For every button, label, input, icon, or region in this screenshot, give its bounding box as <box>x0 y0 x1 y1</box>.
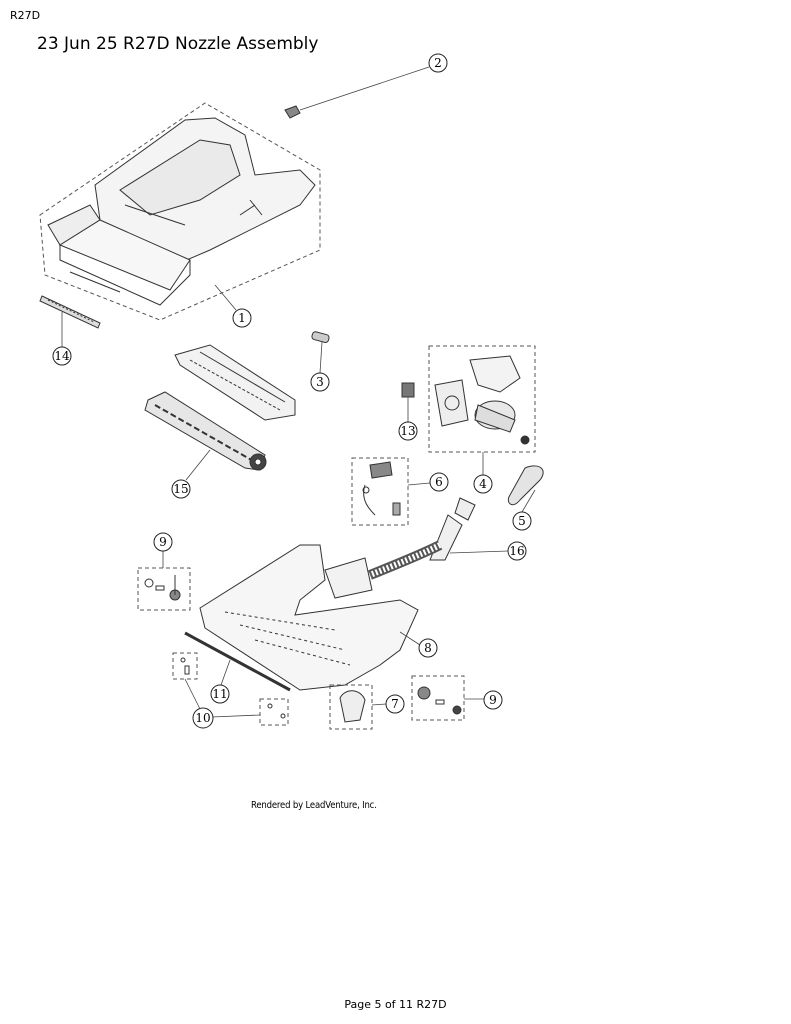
part-6-wire-harness <box>351 457 409 526</box>
callout-label: 4 <box>479 477 487 491</box>
render-credit: Rendered by LeadVenture, Inc. <box>251 800 377 811</box>
callout-5 <box>512 511 532 531</box>
callout-label: 8 <box>424 641 432 655</box>
callout-9-bottom <box>483 690 503 710</box>
part-9-wheel-left <box>137 567 191 611</box>
callout-4 <box>473 474 493 494</box>
callout-label: 14 <box>54 349 70 363</box>
callout-label: 11 <box>212 687 227 701</box>
callout-label: 9 <box>159 535 167 549</box>
callout-14 <box>52 346 72 366</box>
callout-10 <box>192 707 214 729</box>
part-3-button <box>311 331 330 344</box>
callout-label: 10 <box>195 711 210 725</box>
callout-label: 2 <box>434 56 442 70</box>
part-10-screws <box>172 652 289 726</box>
part-1-hood-cover <box>39 102 321 321</box>
part-2-clip <box>284 105 301 119</box>
part-11-bumper <box>184 631 291 692</box>
part-16-hose <box>324 497 476 599</box>
part-4-motor-assembly <box>428 345 536 453</box>
callout-label: 1 <box>238 311 246 325</box>
callout-1 <box>232 308 252 328</box>
callout-label: 7 <box>391 697 399 711</box>
callout-13 <box>398 421 418 441</box>
part-5-belt <box>507 465 544 506</box>
callout-label: 6 <box>435 475 443 489</box>
page-title: 23 Jun 25 R27D Nozzle Assembly <box>37 34 319 54</box>
callout-7 <box>385 694 405 714</box>
callout-label: 15 <box>173 482 188 496</box>
callout-15 <box>171 479 191 499</box>
part-15-brushroll <box>144 344 296 471</box>
callout-16 <box>507 541 527 561</box>
part-8-base <box>199 544 419 691</box>
callout-2 <box>428 53 448 73</box>
callout-9-top <box>153 532 173 552</box>
callout-3 <box>310 372 330 392</box>
header-code: R27D <box>10 9 41 22</box>
part-9-wheel-right <box>411 675 465 721</box>
callout-11 <box>210 684 230 704</box>
callout-8 <box>418 638 438 658</box>
part-14-strip <box>39 295 101 329</box>
callout-label: 16 <box>509 544 524 558</box>
callout-label: 3 <box>316 375 324 389</box>
callout-6 <box>429 472 449 492</box>
part-7-bracket <box>329 684 373 730</box>
callout-label: 13 <box>400 424 415 438</box>
leader-lines <box>61 66 536 718</box>
callout-label: 5 <box>518 514 526 528</box>
part-13-switch <box>401 382 415 398</box>
page-footer: Page 5 of 11 R27D <box>344 998 447 1011</box>
callout-label: 9 <box>489 693 497 707</box>
